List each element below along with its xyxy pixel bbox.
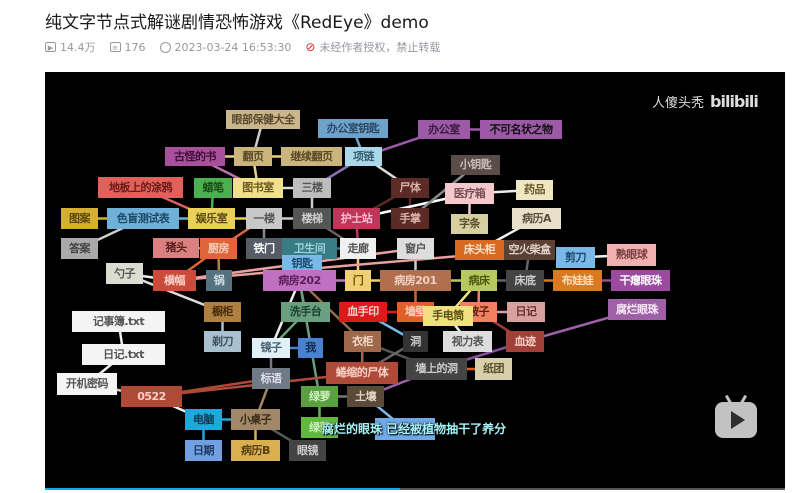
graph-node: 电脑 xyxy=(185,409,222,430)
video-meta: ▶ 14.4万 ≡176 2023-03-24 16:53:30 ⊘未经作者授权，… xyxy=(45,39,440,55)
graph-node: 楼梯 xyxy=(293,208,331,229)
video-title: 纯文字节点式解谜剧情恐怖游戏《RedEye》demo xyxy=(45,13,429,33)
graph-node: 三楼 xyxy=(293,178,331,198)
graph-node: 橱柜 xyxy=(204,302,241,322)
watermark-author: 人傻头秃 xyxy=(652,96,705,111)
graph-node: 布娃娃 xyxy=(553,270,602,291)
graph-node: 我 xyxy=(298,338,323,358)
danmaku-icon: ≡ xyxy=(109,42,121,52)
graph-node: 病历A xyxy=(512,208,561,229)
graph-node: 护士站 xyxy=(333,208,380,229)
graph-node: 字条 xyxy=(451,214,488,234)
graph-node: 娱乐室 xyxy=(188,208,235,229)
danmaku-count-text: 176 xyxy=(124,40,146,54)
publish-date: 2023-03-24 16:53:30 xyxy=(159,40,292,54)
graph-node: 病历B xyxy=(231,440,280,461)
graph-node: 血迹 xyxy=(506,331,544,352)
graph-node: 病房202 xyxy=(263,270,336,291)
graph-node: 钥匙 xyxy=(282,255,322,272)
graph-node: 厨房 xyxy=(200,238,237,259)
graph-node: 答案 xyxy=(61,238,98,259)
watermark: 人傻头秃 bilibili xyxy=(652,92,759,111)
graph-node: 铁门 xyxy=(246,238,282,259)
graph-node: 古怪的书 xyxy=(165,147,225,166)
graph-node: 日期 xyxy=(185,440,222,461)
graph-node: 锅 xyxy=(206,270,232,291)
graph-node: 蜡笔 xyxy=(194,178,232,198)
graph-node: 小桌子 xyxy=(231,409,280,430)
danmaku-count: ≡176 xyxy=(109,40,146,54)
graph-node: 剪刀 xyxy=(556,247,595,268)
graph-node: 勺子 xyxy=(106,263,143,284)
graph-node: 医疗箱 xyxy=(445,183,494,204)
copyright-notice: ⊘未经作者授权，禁止转载 xyxy=(305,39,440,55)
graph-node: 项链 xyxy=(345,147,382,166)
graph-node: 尸体 xyxy=(391,178,429,198)
graph-node: 镜子 xyxy=(252,338,290,358)
graph-node: 0522 xyxy=(121,386,182,407)
forbidden-icon: ⊘ xyxy=(305,40,316,54)
graph-node: 病房201 xyxy=(380,270,451,291)
bilibili-logo: bilibili xyxy=(710,92,759,111)
clock-icon xyxy=(159,41,171,53)
graph-node: 腐烂眼珠 xyxy=(608,299,666,320)
graph-node: 蜷缩的尸体 xyxy=(326,362,398,384)
view-count-text: 14.4万 xyxy=(60,41,96,54)
subtitle: 腐烂的眼珠 已经被植物抽干了养分 xyxy=(322,422,507,436)
copyright-text: 未经作者授权，禁止转载 xyxy=(319,41,441,54)
graph-node: 手掌 xyxy=(391,208,429,229)
graph-node: 药品 xyxy=(516,180,553,200)
graph-node: 眼镜 xyxy=(289,440,326,461)
progress-bar[interactable] xyxy=(45,488,785,490)
graph-node: 办公室 xyxy=(418,120,470,139)
graph-node: 色盲测试表 xyxy=(107,208,179,229)
graph-node: 绿萝 xyxy=(301,417,338,438)
graph-node: 图书室 xyxy=(233,178,283,198)
graph-node: 开机密码 xyxy=(57,373,117,395)
graph-node: 记事簿.txt xyxy=(72,311,165,332)
graph-node: 不可名状之物 xyxy=(480,120,562,139)
progress-fill xyxy=(45,488,401,490)
graph-node: 血手印 xyxy=(339,302,387,322)
graph-node: 标语 xyxy=(252,368,290,389)
graph-node: 熟眼球 xyxy=(607,244,656,266)
graph-node: 洗手台 xyxy=(281,302,330,322)
graph-node: 窗户 xyxy=(397,238,434,259)
graph-node: 视力表 xyxy=(443,331,492,352)
graph-node: 办公室钥匙 xyxy=(318,119,388,138)
video-player[interactable]: 人傻头秃 bilibili 眼部保健大全办公室钥匙 办公室不可名状之物古怪的书翻页继… xyxy=(45,72,785,490)
publish-date-text: 2023-03-24 16:53:30 xyxy=(174,40,292,54)
graph-node: 床头柜 xyxy=(455,240,504,260)
graph-node: 纸团 xyxy=(475,358,512,380)
graph-node: 走廊 xyxy=(340,238,376,259)
play-count-icon: ▶ xyxy=(45,42,56,52)
graph-node: 继续翻页 xyxy=(281,147,342,166)
graph-node: 衣柜 xyxy=(344,331,381,352)
graph-node: 洞 xyxy=(403,331,428,352)
graph-node: 精 xyxy=(375,418,435,440)
graph-node: 病床 xyxy=(461,270,497,291)
graph-node: 图案 xyxy=(61,208,98,229)
graph-node: 小钥匙 xyxy=(451,155,500,175)
graph-node: 横幅 xyxy=(153,270,196,291)
graph-node: 土壤 xyxy=(347,386,384,407)
graph-node: 手电筒 xyxy=(423,306,473,326)
graph-node: 日记.txt xyxy=(82,344,165,365)
graph-node: 翻页 xyxy=(234,147,272,166)
graph-node: 剃刀 xyxy=(204,331,241,352)
play-button[interactable] xyxy=(715,394,757,438)
graph-node: 日记 xyxy=(507,302,545,322)
graph-node: 墙上的洞 xyxy=(406,358,467,380)
graph-node: 地板上的涂鸦 xyxy=(98,177,183,198)
graph-node: 门 xyxy=(345,270,371,291)
view-count: ▶ 14.4万 xyxy=(45,39,96,55)
graph-node: 卫生间 xyxy=(282,238,337,259)
graph-node: 绿萝 xyxy=(301,386,338,407)
graph-node: 床底 xyxy=(506,270,544,291)
graph-node: 猪头 xyxy=(153,238,199,258)
graph-node: 眼部保健大全 xyxy=(226,110,300,129)
graph-node: 干瘪眼珠 xyxy=(611,270,670,291)
graph-node: 一楼 xyxy=(246,208,282,229)
graph-node: 空火柴盒 xyxy=(504,240,555,260)
